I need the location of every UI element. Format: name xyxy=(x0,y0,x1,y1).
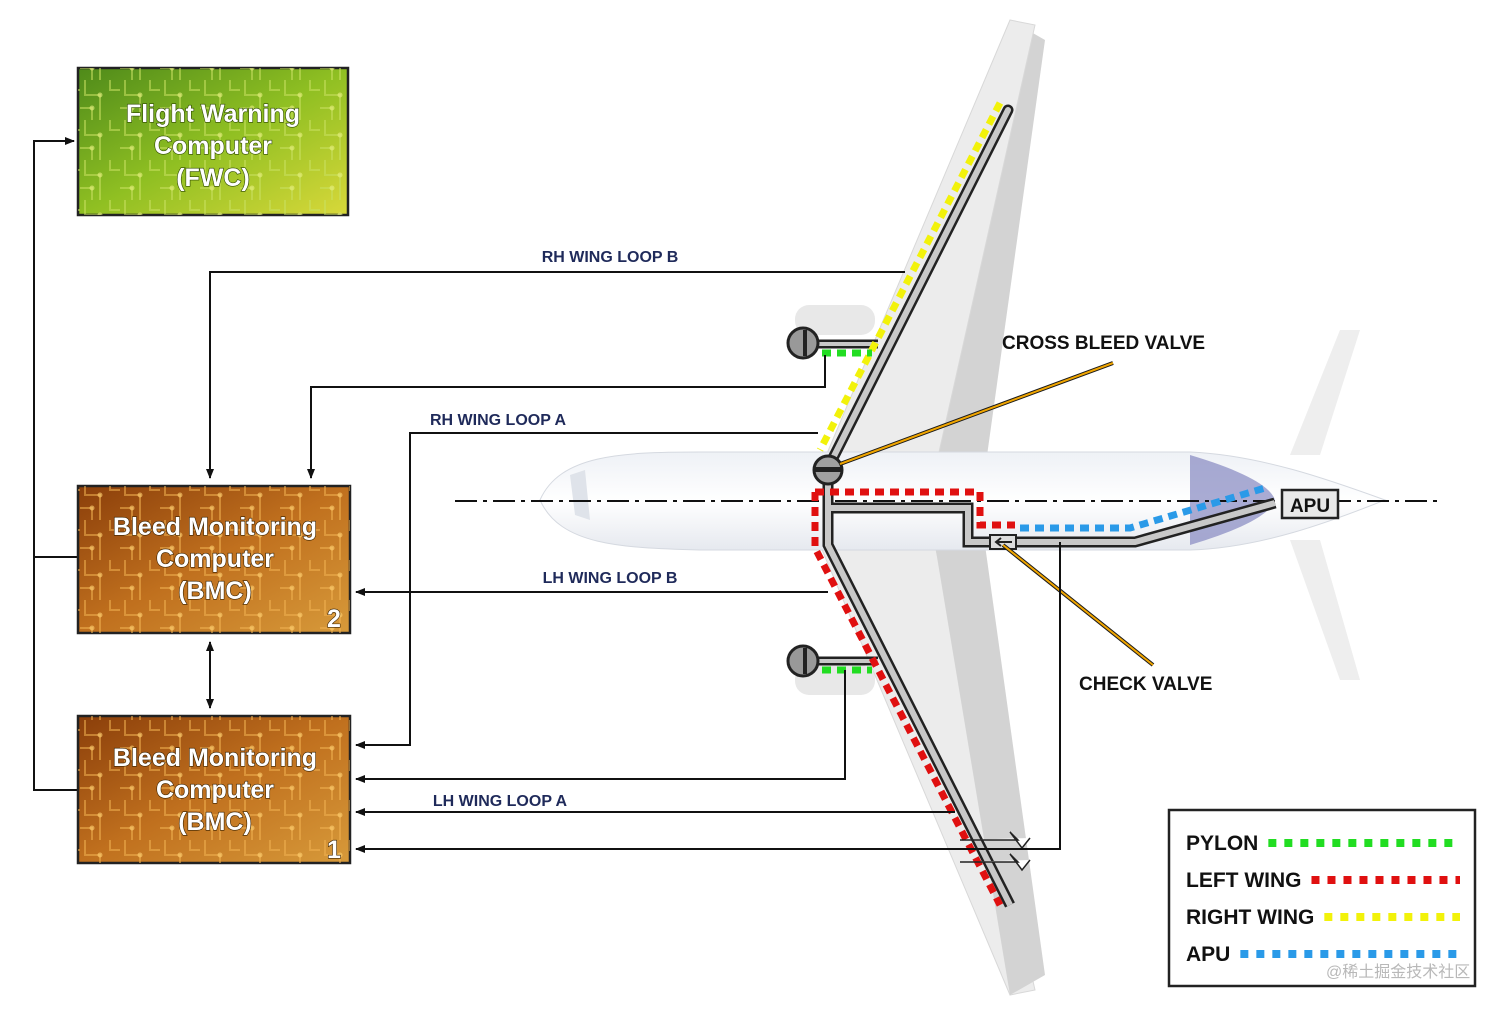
break-mark xyxy=(960,831,1031,850)
fwc-title-line3: (FWC) xyxy=(176,164,250,192)
cross-bleed-valve-label: CROSS BLEED VALVE xyxy=(1002,333,1205,354)
legend-label: APU xyxy=(1186,943,1230,966)
fwc-box: Flight Warning Computer (FWC) xyxy=(76,66,350,217)
break-mark xyxy=(960,853,1031,872)
apu-box: APU xyxy=(1280,488,1340,520)
bmc1-number: 1 xyxy=(327,836,341,864)
legend-label: LEFT WING xyxy=(1186,869,1301,892)
rh-wing-loop-a-label: RH WING LOOP A xyxy=(430,412,566,429)
cross-bleed-valve-symbol xyxy=(812,454,844,486)
left-wing-loop xyxy=(811,488,1015,907)
bmc1-title-line2: Computer xyxy=(156,776,274,804)
apu-label: APU xyxy=(1290,496,1330,517)
bmc2-title-line3: (BMC) xyxy=(178,577,252,605)
lh-wing-loop-a-label: LH WING LOOP A xyxy=(433,793,568,810)
legend: PYLON LEFT WING RIGHT WING APU xyxy=(1167,808,1477,988)
engine-bleed-valve-lower xyxy=(786,644,820,678)
bmc1-title-line1: Bleed Monitoring xyxy=(113,744,317,772)
lh-wing-loop-b-label: LH WING LOOP B xyxy=(543,570,678,587)
bmc2-title-line1: Bleed Monitoring xyxy=(113,513,317,541)
detection-loops xyxy=(811,101,1266,907)
fwc-title-line2: Computer xyxy=(154,132,272,160)
rh-wing-loop-b-label: RH WING LOOP B xyxy=(542,249,679,266)
bmc2-box: Bleed Monitoring Computer (BMC) 2 xyxy=(76,484,352,635)
bmc1-box: Bleed Monitoring Computer (BMC) 1 xyxy=(76,714,352,865)
signal-wires xyxy=(33,137,1061,853)
check-valve-symbol xyxy=(989,534,1017,550)
apu-loop xyxy=(1020,484,1266,532)
fwc-title-line1: Flight Warning xyxy=(126,100,300,128)
check-valve-label: CHECK VALVE xyxy=(1079,674,1212,695)
bmc2-number: 2 xyxy=(327,605,341,633)
bmc1-title-line3: (BMC) xyxy=(178,808,252,836)
legend-label: RIGHT WING xyxy=(1186,906,1314,929)
callout-leaders xyxy=(839,361,1155,667)
watermark: @稀土掘金技术社区 xyxy=(1326,963,1470,981)
engine-bleed-valve-upper xyxy=(786,326,820,360)
bmc2-title-line2: Computer xyxy=(156,545,274,573)
legend-label: PYLON xyxy=(1186,832,1258,855)
right-wing-loop xyxy=(816,101,1004,452)
